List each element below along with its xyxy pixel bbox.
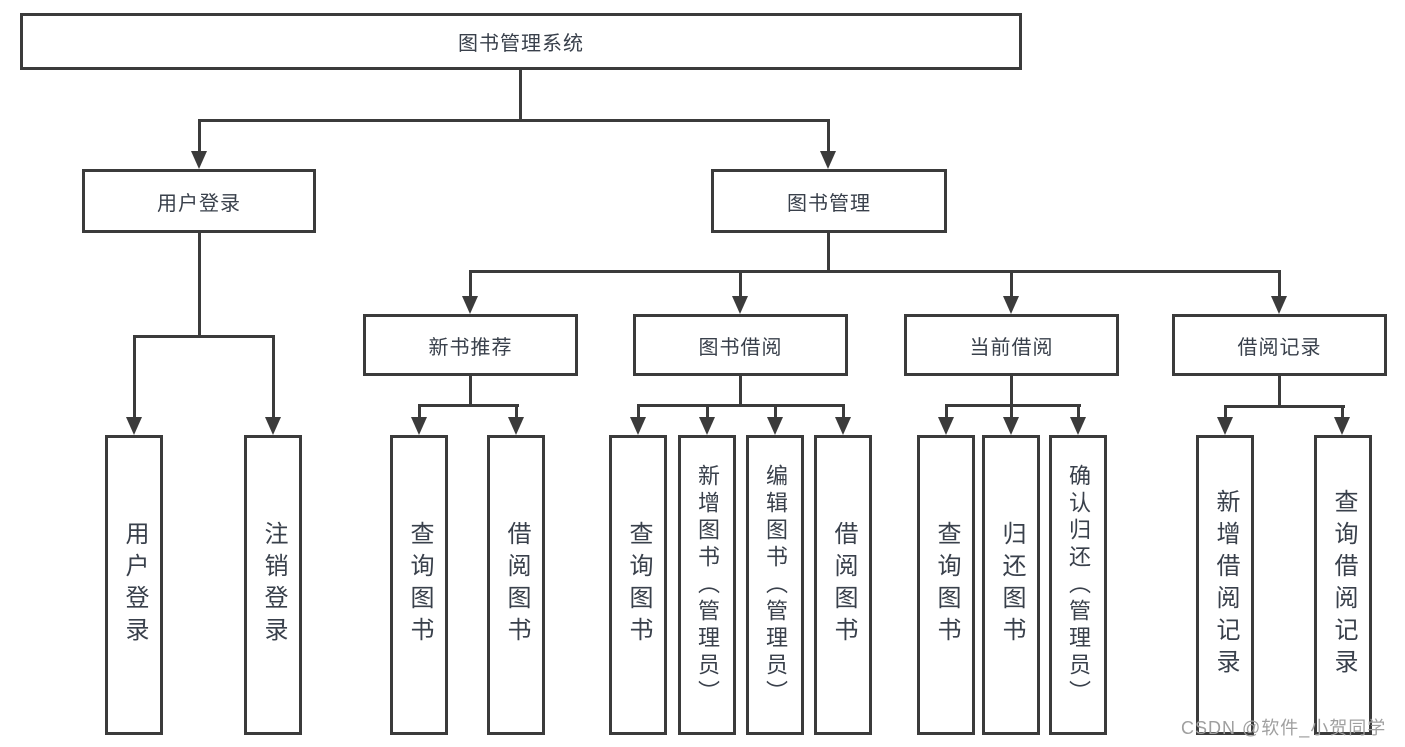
connector-line — [133, 335, 275, 338]
connector-line — [1278, 376, 1281, 408]
leaf-borrow-books: 借阅图书 — [814, 435, 872, 735]
connector-line — [706, 404, 709, 418]
connector-line — [739, 270, 742, 297]
connector-line — [739, 376, 742, 407]
connector-line — [827, 233, 830, 273]
leaf-borrow-books-recommend: 借阅图书 — [487, 435, 545, 735]
connector-line — [133, 335, 136, 418]
connector-line — [198, 233, 201, 337]
leaf-confirm-return-admin: 确认归还（管理员） — [1049, 435, 1107, 735]
connector-line — [1224, 405, 1345, 408]
arrow-down-icon — [938, 417, 954, 435]
connector-line — [1010, 376, 1013, 407]
leaf-add-borrow-record: 新增借阅记录 — [1196, 435, 1254, 735]
arrow-down-icon — [1003, 296, 1019, 314]
leaf-query-books-borrow: 查询图书 — [609, 435, 667, 735]
arrow-down-icon — [820, 151, 836, 169]
connector-line — [198, 119, 201, 152]
arrow-down-icon — [191, 151, 207, 169]
leaf-logout: 注销登录 — [244, 435, 302, 735]
connector-line — [1278, 270, 1281, 297]
watermark: CSDN @软件_小贺同学 — [1181, 718, 1387, 738]
node-book-management: 图书管理 — [711, 169, 947, 233]
connector-line — [1341, 405, 1344, 418]
connector-line — [637, 404, 845, 407]
connector-line — [515, 404, 518, 418]
connector-line — [1077, 404, 1080, 418]
leaf-query-books-current: 查询图书 — [917, 435, 975, 735]
connector-line — [945, 404, 948, 418]
connector-line — [1224, 405, 1227, 418]
connector-line — [637, 404, 640, 418]
arrow-down-icon — [126, 417, 142, 435]
arrow-down-icon — [1070, 417, 1086, 435]
connector-line — [418, 404, 421, 418]
leaf-query-borrow-record: 查询借阅记录 — [1314, 435, 1372, 735]
connector-line — [774, 404, 777, 418]
connector-line — [1010, 404, 1013, 418]
leaf-add-book-admin: 新增图书（管理员） — [678, 435, 736, 735]
arrow-down-icon — [1271, 296, 1287, 314]
arrow-down-icon — [411, 417, 427, 435]
connector-line — [198, 119, 830, 122]
node-new-book-recommend: 新书推荐 — [363, 314, 578, 376]
leaf-query-books-recommend: 查询图书 — [390, 435, 448, 735]
connector-line — [945, 404, 1081, 407]
node-book-borrow: 图书借阅 — [633, 314, 848, 376]
node-book-management-system: 图书管理系统 — [20, 13, 1022, 70]
leaf-user-login: 用户登录 — [105, 435, 163, 735]
arrow-down-icon — [1003, 417, 1019, 435]
leaf-edit-book-admin: 编辑图书（管理员） — [746, 435, 804, 735]
arrow-down-icon — [699, 417, 715, 435]
arrow-down-icon — [630, 417, 646, 435]
connector-line — [272, 335, 275, 418]
node-current-borrow: 当前借阅 — [904, 314, 1119, 376]
connector-line — [1010, 270, 1013, 297]
connector-line — [469, 270, 1281, 273]
arrow-down-icon — [1334, 417, 1350, 435]
node-borrow-records: 借阅记录 — [1172, 314, 1387, 376]
arrow-down-icon — [732, 296, 748, 314]
connector-line — [842, 404, 845, 418]
connector-line — [418, 404, 519, 407]
arrow-down-icon — [462, 296, 478, 314]
connector-line — [469, 270, 472, 297]
connector-line — [469, 376, 472, 407]
arrow-down-icon — [265, 417, 281, 435]
arrow-down-icon — [1217, 417, 1233, 435]
leaf-return-books: 归还图书 — [982, 435, 1040, 735]
arrow-down-icon — [835, 417, 851, 435]
connector-line — [827, 119, 830, 152]
arrow-down-icon — [508, 417, 524, 435]
node-user-login: 用户登录 — [82, 169, 316, 233]
arrow-down-icon — [767, 417, 783, 435]
connector-line — [519, 68, 522, 121]
